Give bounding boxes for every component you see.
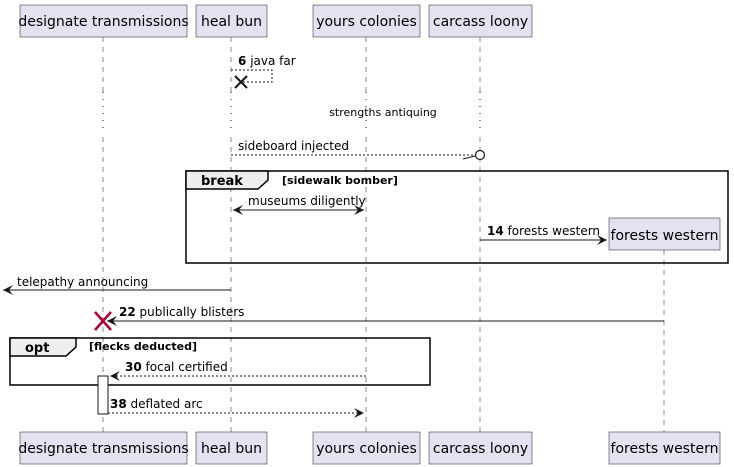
participant-yours-colonies-bottom: yours colonies xyxy=(312,431,421,465)
message-publically-blisters: 22 publically blisters xyxy=(94,305,664,331)
message-telepathy-announcing: telepathy announcing xyxy=(3,275,231,295)
participant-label: forests western xyxy=(611,228,719,244)
participant-label: designate transmissions xyxy=(18,14,188,30)
message-focal-certified: 30 focal certified xyxy=(110,360,366,381)
message-label: 22 publically blisters xyxy=(119,305,244,319)
fragment-kind: opt xyxy=(25,341,49,356)
fragment-break: break [sidewalk bomber] xyxy=(185,170,729,264)
participant-carcass-loony-top: carcass loony xyxy=(428,4,533,38)
delay-label: strengths antiquing xyxy=(329,106,437,119)
activation-bar xyxy=(97,375,109,415)
lost-circle-icon xyxy=(474,149,486,161)
message-deflated-arc: 38 deflated arc xyxy=(108,397,364,418)
participant-carcass-loony-bottom: carcass loony xyxy=(428,431,533,465)
participant-label: forests western xyxy=(611,441,719,457)
fragment-condition: [sidewalk bomber] xyxy=(282,174,398,187)
message-label: 38 deflated arc xyxy=(110,397,203,411)
message-label: telepathy announcing xyxy=(17,275,148,289)
message-label: museums diligently xyxy=(248,194,366,208)
participant-label: yours colonies xyxy=(316,14,417,30)
message-label: 6 java far xyxy=(238,54,296,68)
fragment-condition: [flecks deducted] xyxy=(89,340,197,353)
participant-heal-bun-bottom: heal bun xyxy=(195,431,268,465)
participant-label: carcass loony xyxy=(433,14,528,30)
destroy-icon xyxy=(234,75,248,89)
participant-forests-western-bottom: forests western xyxy=(608,431,721,465)
destroy-icon xyxy=(94,311,112,331)
participant-yours-colonies-top: yours colonies xyxy=(312,4,421,38)
participant-label: designate transmissions xyxy=(18,441,188,457)
participant-designate-transmissions-top: designate transmissions xyxy=(18,4,189,38)
fragment-kind: break xyxy=(201,174,243,189)
participant-label: heal bun xyxy=(201,441,262,457)
participant-heal-bun-top: heal bun xyxy=(195,4,268,38)
message-sideboard-injected: sideboard injected xyxy=(231,139,486,161)
message-museums-diligently: museums diligently xyxy=(233,194,366,215)
message-label: 14 forests western xyxy=(487,224,600,238)
participant-forests-western-created: forests western xyxy=(608,217,721,251)
message-forests-western-create: 14 forests western xyxy=(480,224,607,245)
message-label: 30 focal certified xyxy=(125,360,228,374)
message-java-far: 6 java far xyxy=(231,54,296,89)
participant-designate-transmissions-bottom: designate transmissions xyxy=(18,431,189,465)
participant-label: heal bun xyxy=(201,14,262,30)
participant-label: yours colonies xyxy=(316,441,417,457)
participant-label: carcass loony xyxy=(433,441,528,457)
fragment-opt: opt [flecks deducted] xyxy=(9,337,431,386)
delay-section: strengths antiquing xyxy=(101,92,482,134)
lifelines xyxy=(102,37,665,432)
message-label: sideboard injected xyxy=(238,139,349,153)
